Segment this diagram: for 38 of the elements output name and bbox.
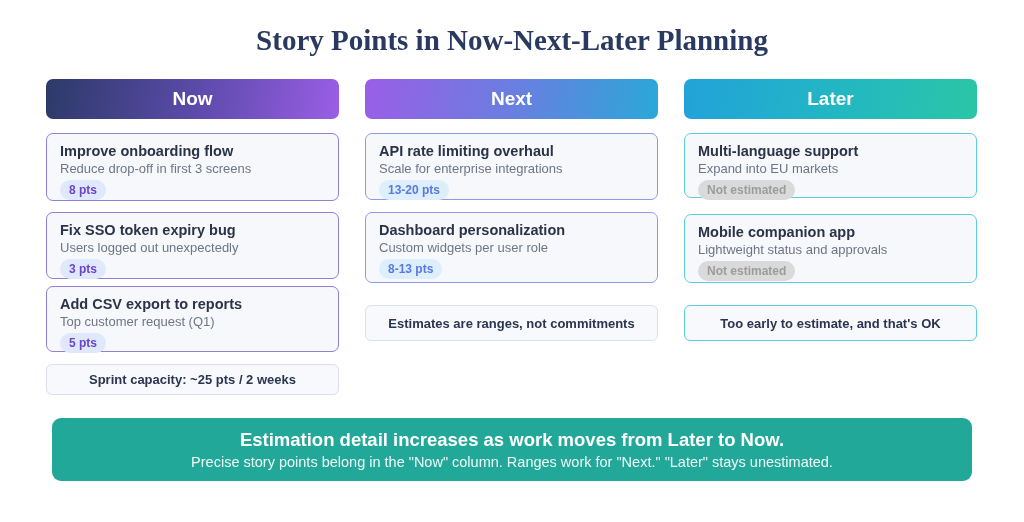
task-card <box>684 214 977 283</box>
card-title: Mobile companion app <box>698 223 856 241</box>
estimate-badge: Not estimated <box>698 180 796 200</box>
card-description: Lightweight status and approvals <box>698 241 888 258</box>
card-description: Users logged out unexpectedly <box>60 239 239 256</box>
column-header: Later <box>684 79 977 119</box>
note-box: Too early to estimate, and that's OK <box>684 305 977 341</box>
estimate-badge: 3 pts <box>60 259 106 279</box>
card-title: API rate limiting overhaul <box>379 142 554 160</box>
card-description: Top customer request (Q1) <box>60 313 215 330</box>
column-header: Now <box>46 79 339 119</box>
page-title: Story Points in Now-Next-Later Planning <box>255 24 769 57</box>
task-card <box>46 133 339 201</box>
note-box: Sprint capacity: ~25 pts / 2 weeks <box>46 364 339 395</box>
task-card <box>684 133 977 198</box>
column-header: Next <box>365 79 658 119</box>
banner-text: Precise story points belong in the "Now" column. Ranges work for "Next." "Later" stays unestimated. <box>191 452 833 472</box>
card-description: Scale for enterprise integrations <box>379 160 563 177</box>
estimate-badge: Not estimated <box>698 261 796 281</box>
estimate-badge: 5 pts <box>60 333 106 353</box>
card-description: Custom widgets per user role <box>379 239 549 256</box>
note-box: Estimates are ranges, not commitments <box>365 305 658 341</box>
card-title: Add CSV export to reports <box>60 295 243 313</box>
task-card <box>365 133 658 200</box>
card-title: Multi-language support <box>698 142 859 160</box>
summary-banner <box>52 418 972 481</box>
card-description: Reduce drop-off in first 3 screens <box>60 160 252 177</box>
estimate-badge: 8-13 pts <box>379 259 443 279</box>
banner-heading: Estimation detail increases as work moves from Later to Now. <box>239 427 785 452</box>
estimate-badge: 13-20 pts <box>379 180 450 200</box>
card-title: Fix SSO token expiry bug <box>60 221 236 239</box>
card-description: Expand into EU markets <box>698 160 839 177</box>
task-card <box>46 212 339 279</box>
card-title: Improve onboarding flow <box>60 142 234 160</box>
estimate-badge: 8 pts <box>60 180 106 200</box>
task-card <box>46 286 339 352</box>
task-card <box>365 212 658 283</box>
card-title: Dashboard personalization <box>379 221 566 239</box>
